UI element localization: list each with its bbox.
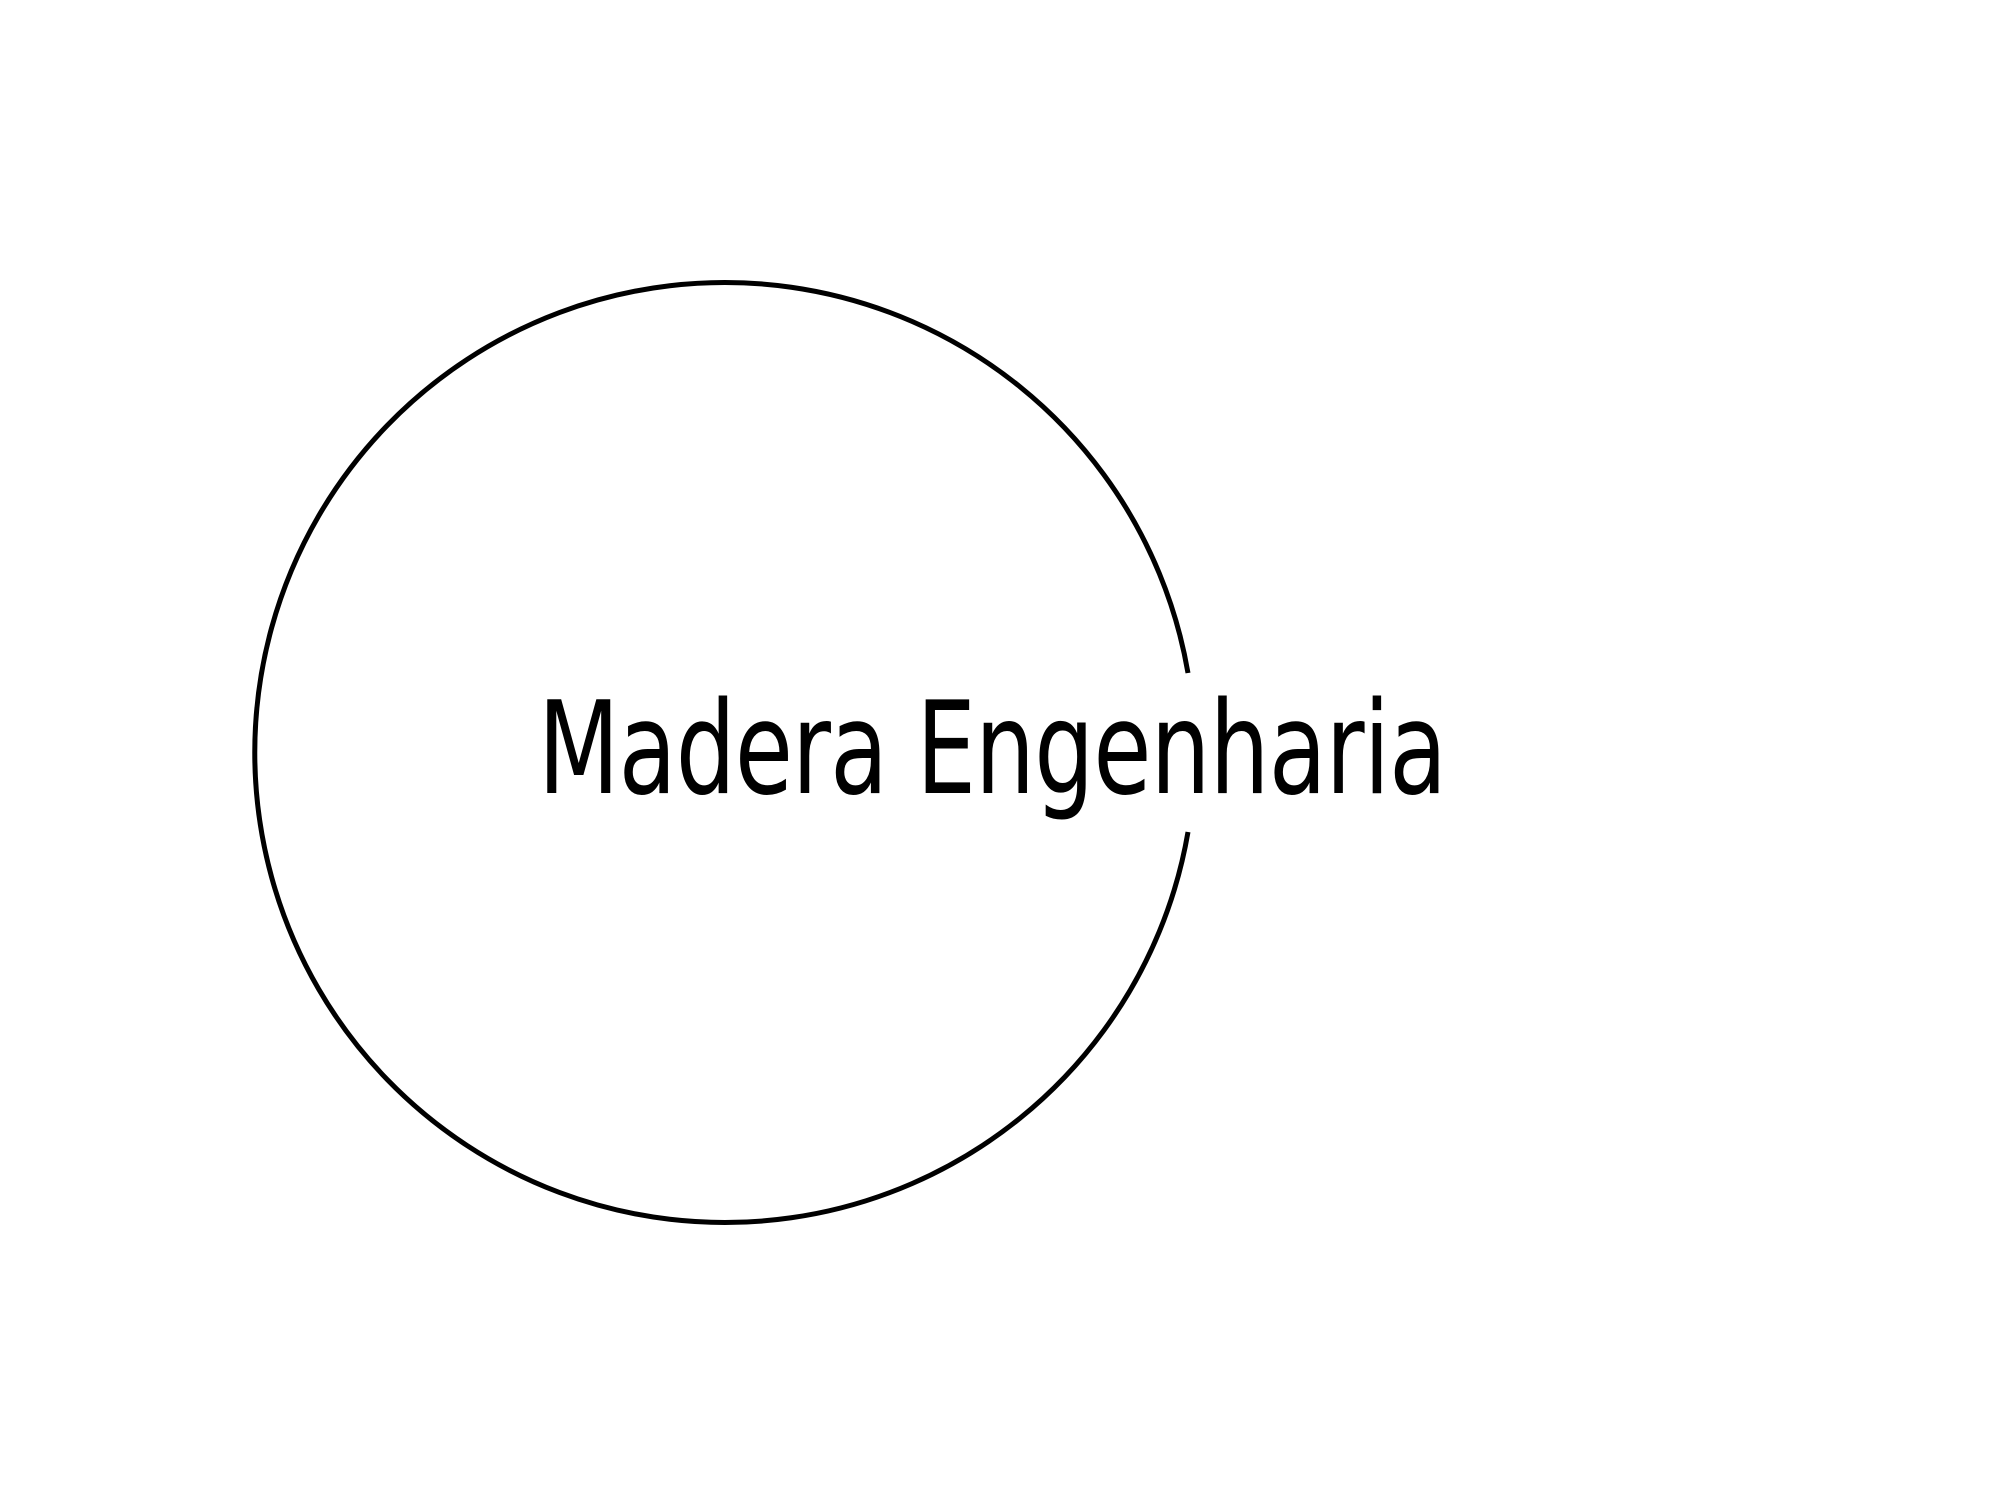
- company-name: Madera Engenharia: [538, 675, 1447, 824]
